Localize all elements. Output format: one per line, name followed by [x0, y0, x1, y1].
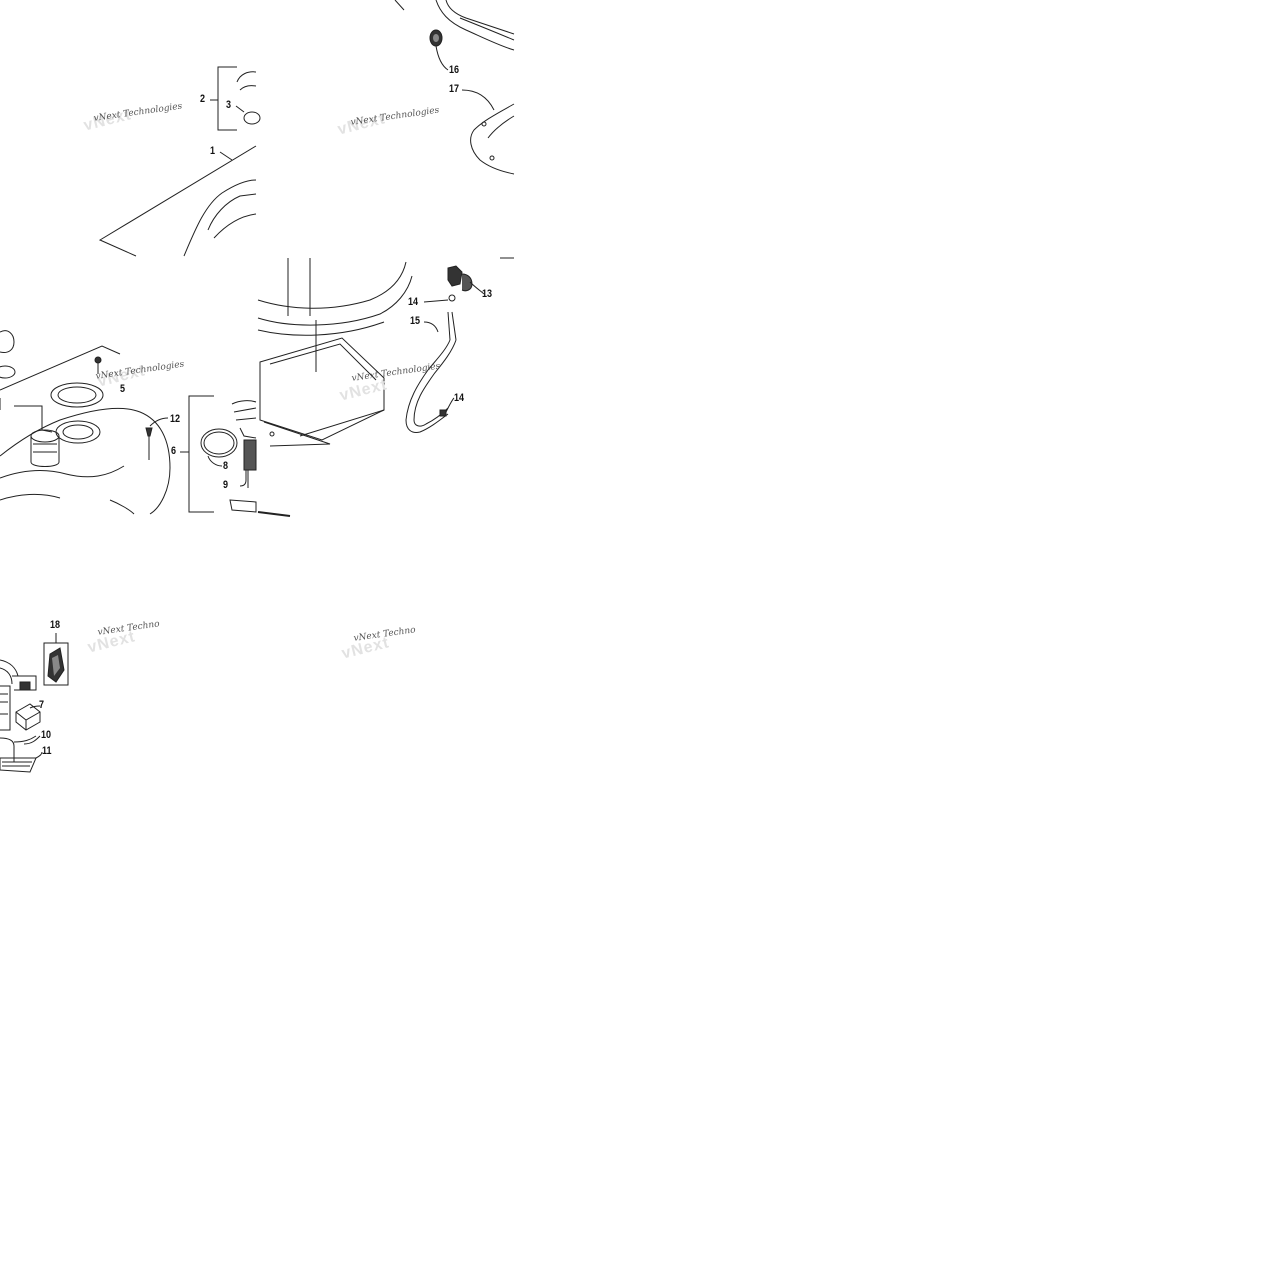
callout-11: 11	[42, 745, 52, 757]
callout-9: 9	[223, 479, 229, 491]
callout-3: 3	[226, 99, 232, 111]
tile-middle-left	[0, 330, 291, 517]
callout-2: 2	[200, 93, 206, 105]
tile-top-right	[394, 0, 515, 175]
callout-13: 13	[482, 288, 493, 300]
callout-14: 14	[454, 392, 465, 404]
callout-8: 8	[223, 460, 229, 472]
callout-15: 15	[410, 315, 421, 327]
callout-16: 16	[449, 64, 460, 76]
tile-top-left	[98, 66, 261, 257]
callout-7: 7	[39, 699, 45, 711]
callout-12: 12	[170, 413, 181, 425]
callout-18: 18	[50, 619, 61, 631]
tile-middle-right	[257, 257, 514, 447]
callout-1: 1	[210, 145, 216, 157]
tile-bottom-left	[0, 633, 69, 773]
callout-5: 5	[120, 383, 126, 395]
callout-17: 17	[449, 83, 460, 95]
callout-10: 10	[41, 729, 52, 741]
callout-6: 6	[171, 445, 177, 457]
callout-14: 14	[408, 296, 419, 308]
